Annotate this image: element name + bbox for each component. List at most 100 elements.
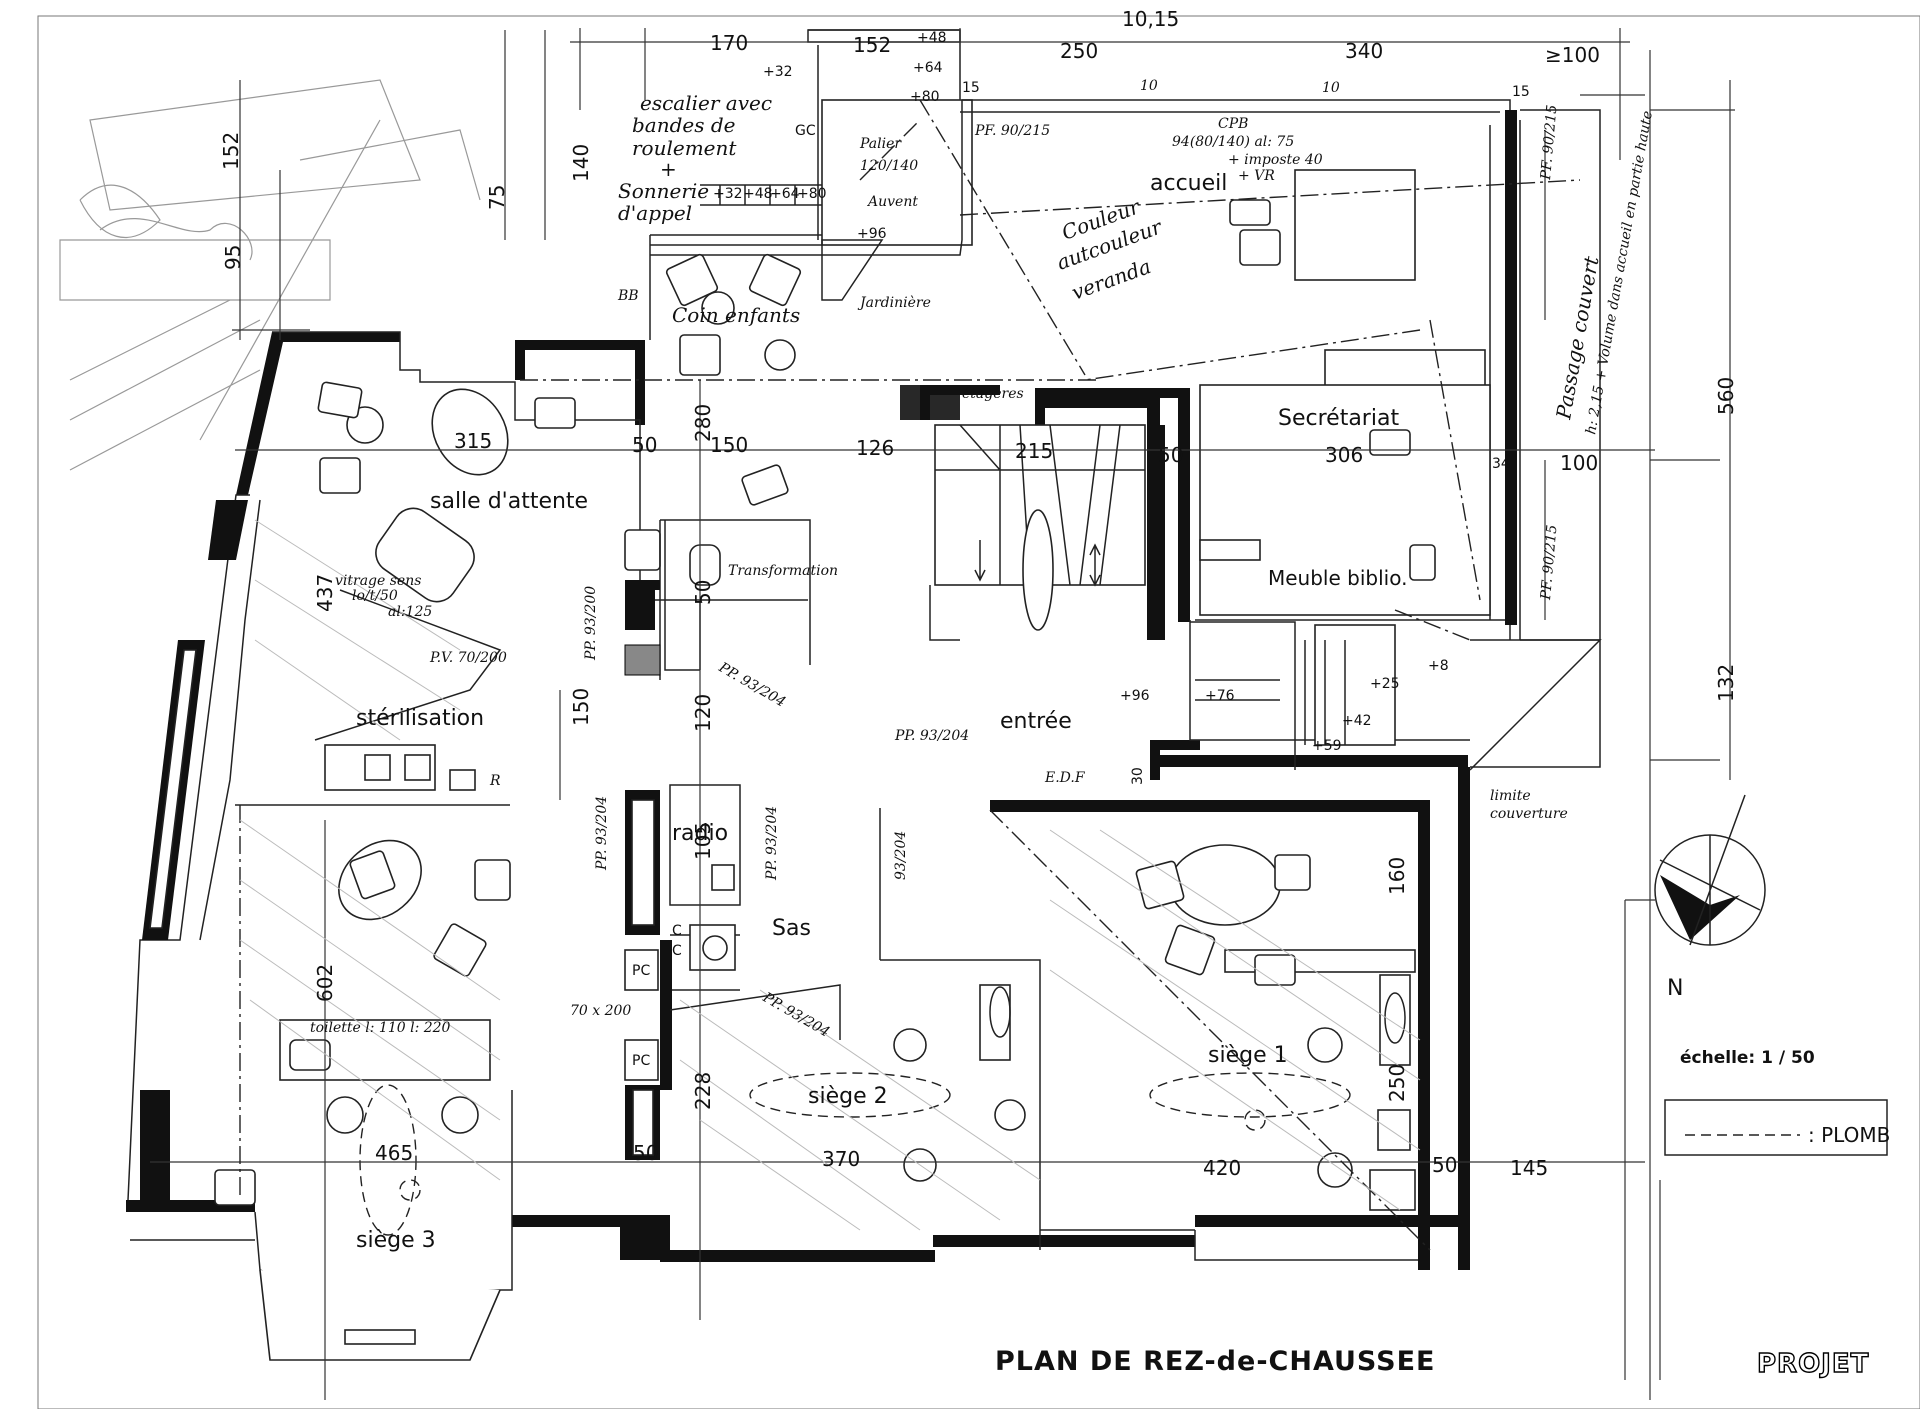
dim-34: 34 (1492, 456, 1510, 472)
door-pp3: PP. 93/204 (594, 796, 610, 871)
dim-370: 370 (822, 1147, 860, 1171)
fixture-c-1: C (672, 923, 682, 939)
room-siege2: siège 2 (808, 1084, 888, 1109)
radio-sas (624, 784, 1041, 1250)
level-96-b: +96 (1120, 688, 1150, 704)
plomb-legend-box (1664, 1099, 1888, 1156)
waiting-room-furniture (317, 253, 802, 603)
dim-228: 228 (691, 1072, 715, 1110)
construction-lines (239, 99, 1581, 1251)
porch (649, 29, 973, 340)
note-transformation: Transformation (728, 563, 838, 579)
dim-170: 170 (710, 31, 748, 55)
scale-label: échelle: 1 / 50 (1680, 1048, 1815, 1068)
level-59: +59 (1312, 738, 1342, 754)
note-cpb: CPB (1218, 116, 1248, 132)
dim-30: 30 (1130, 767, 1146, 785)
label-coin-enfants: Coin enfants (672, 303, 800, 327)
door-pp1: PP. 93/200 (583, 586, 599, 661)
dim-15-a: 15 (962, 80, 980, 96)
fixture-r: R (489, 773, 501, 789)
door-pf2: PF. 90/215 (1538, 104, 1561, 181)
room-siege3: siège 3 (356, 1228, 436, 1253)
note-escalier-2: bandes de (632, 113, 736, 137)
dim-145: 145 (1510, 1156, 1548, 1180)
dim-left-152: 152 (219, 132, 243, 170)
room-radio: radio (672, 821, 728, 846)
dim-120: 120 (691, 694, 715, 732)
dim-250-b: 250 (1385, 1064, 1409, 1102)
dim-right-132: 132 (1714, 664, 1738, 702)
dim-50-b: 50 (1158, 443, 1183, 467)
dim-10-b: 10 (1322, 80, 1340, 96)
note-chassis: 94(80/140) al: 75 (1172, 134, 1294, 150)
level-25: +25 (1370, 676, 1400, 692)
note-escalier-3: roulement (632, 136, 737, 160)
pencil-sketch (59, 79, 481, 471)
level-80: +80 (910, 89, 940, 105)
note-vitrage-1: vitrage sens (335, 573, 421, 589)
label-palier-dim: 120/140 (860, 158, 918, 174)
dim-overall-width: 10,15 (1122, 7, 1179, 31)
dim-10-a: 10 (1140, 78, 1158, 94)
level-96-a: +96 (857, 226, 887, 242)
dim-15-b: 15 (1512, 84, 1530, 100)
stair-level-80: +80 (797, 186, 827, 202)
level-32: +32 (763, 64, 793, 80)
dim-50-e: 50 (1432, 1153, 1457, 1177)
dim-right-100: 100 (1560, 451, 1598, 475)
dim-left-95: 95 (221, 245, 245, 270)
room-siege3 (214, 839, 511, 1361)
note-escalier-5: Sonnerie (618, 179, 709, 203)
room-salle-attente: salle d'attente (430, 489, 588, 514)
note-imposte: + imposte 40 (1228, 152, 1323, 168)
dim-50-d: 50 (633, 1141, 658, 1165)
north-arrow-compass (1654, 794, 1766, 946)
door-pp5: 93/204 (893, 831, 909, 880)
dim-50-a: 50 (632, 433, 657, 457)
note-escalier-6: d'appel (618, 201, 692, 225)
door-pp6: PP. 93/204 (894, 728, 969, 744)
compass-north: N (1667, 976, 1683, 1001)
stair-core (920, 385, 1160, 641)
label-bb: BB (617, 288, 639, 304)
dim-340: 340 (1345, 39, 1383, 63)
room-entree: entrée (1000, 709, 1072, 734)
pencil-hatching (239, 519, 1421, 1231)
door-pf3: PF. 90/215 (1538, 524, 1561, 601)
label-auvent: Auvent (866, 194, 918, 210)
note-escalier-1: escalier avec (640, 91, 772, 115)
door-70: 70 x 200 (570, 1003, 631, 1019)
room-secretariat: Secrétariat (1278, 406, 1399, 431)
note-vitrage-3: al:125 (388, 604, 432, 620)
dim-437: 437 (313, 574, 337, 612)
label-etageres: étagères (962, 386, 1024, 402)
dim-280: 280 (691, 404, 715, 442)
stair-level-64: +64 (770, 186, 800, 202)
level-48: +48 (917, 30, 947, 46)
room-sterilisation: stérilisation (356, 706, 484, 731)
label-palier: Palier (859, 136, 902, 152)
sterilisation-room (235, 589, 510, 806)
dim-left-75: 75 (485, 185, 509, 210)
sheet-border (37, 15, 1920, 1409)
dim-ge-100: ≥100 (1545, 43, 1600, 67)
note-limite-1: limite (1490, 788, 1531, 804)
stair-level-32: +32 (713, 186, 743, 202)
dim-160: 160 (1385, 857, 1409, 895)
fixture-pc-1: PC (632, 963, 650, 979)
plomb-legend-label: : PLOMB (1808, 1123, 1890, 1147)
plan-title: PLAN DE REZ-de-CHAUSSEE (995, 1346, 1436, 1377)
label-jardiniere: Jardinière (857, 295, 931, 311)
dim-315: 315 (454, 429, 492, 453)
fixture-pc-2: PC (632, 1053, 650, 1069)
stair-level-48: +48 (743, 186, 773, 202)
door-pp4: PP. 93/204 (764, 806, 780, 881)
note-vitrage-2: lo/t/50 (352, 588, 398, 604)
note-escalier-4: + (660, 157, 677, 181)
dim-420: 420 (1203, 1156, 1241, 1180)
room-sas: Sas (772, 916, 811, 941)
dim-306: 306 (1325, 443, 1363, 467)
room-accueil-outline (960, 99, 1517, 640)
